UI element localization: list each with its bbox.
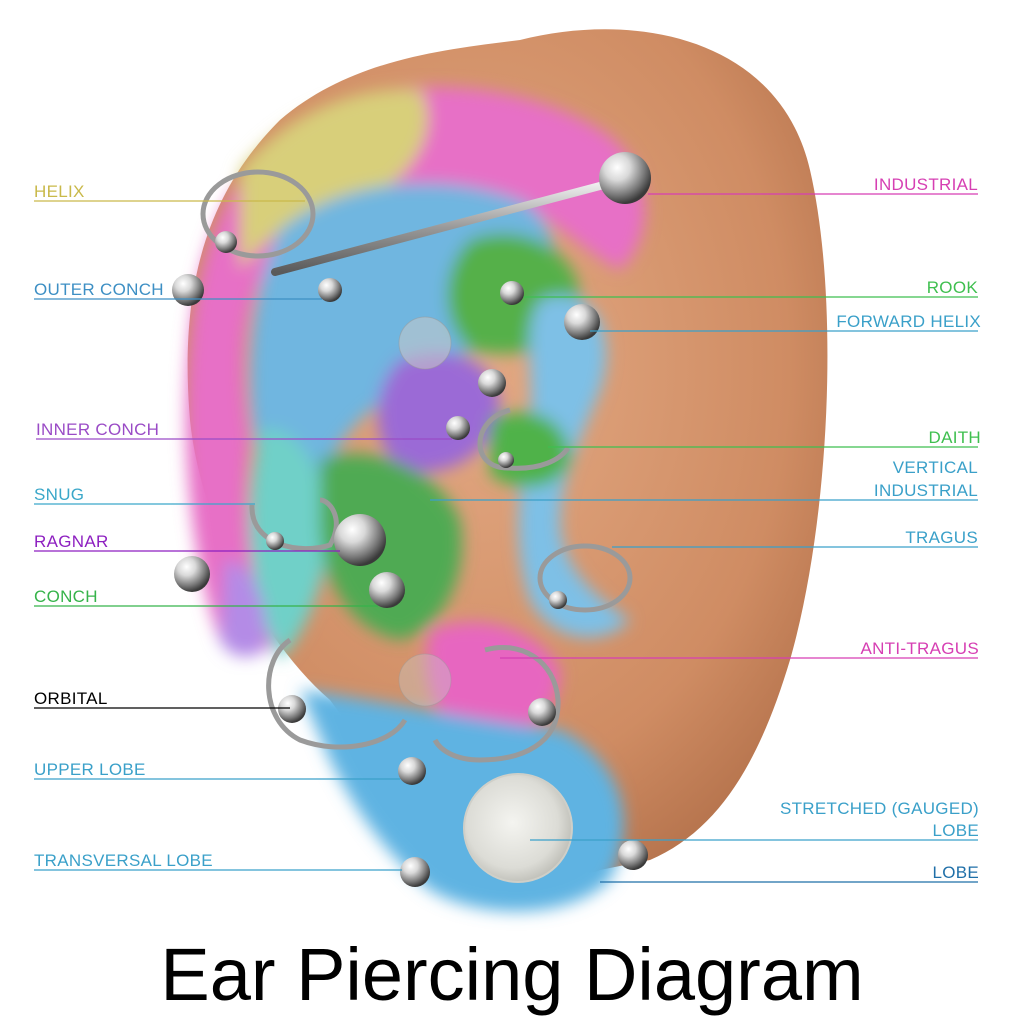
inner-conch-stud-2 — [446, 416, 470, 440]
transversal-lobe-stud — [400, 857, 430, 887]
upper-lobe-stud — [398, 757, 426, 785]
conch-stud-back — [174, 556, 210, 592]
rook-stud — [500, 281, 524, 305]
label-helix: HELIX — [34, 182, 85, 201]
diagram-title: Ear Piercing Diagram — [160, 933, 864, 1016]
outer-conch-stud — [318, 278, 342, 302]
lobe-stud — [618, 840, 648, 870]
label-vertical-industrial-line2: INDUSTRIAL — [873, 481, 978, 500]
tragus-region — [518, 295, 630, 638]
label-orbital: ORBITAL — [34, 689, 108, 708]
label-upper-lobe: UPPER LOBE — [34, 760, 146, 779]
vertical-industrial-barbell — [398, 316, 452, 707]
outer-conch-stud-back — [172, 274, 204, 306]
orbital-ring — [266, 637, 408, 750]
ragnar-region — [220, 560, 266, 657]
label-snug: SNUG — [34, 485, 85, 504]
label-tragus: TRAGUS — [905, 528, 978, 547]
label-industrial: INDUSTRIAL — [873, 175, 978, 194]
inner-conch-region — [377, 352, 500, 473]
conch-stud — [369, 572, 405, 608]
ragnar-ball — [334, 514, 386, 566]
inner-conch-stud — [478, 369, 506, 397]
label-conch: CONCH — [34, 587, 98, 606]
label-ragnar: RAGNAR — [34, 532, 109, 551]
snug-ring — [249, 497, 339, 552]
label-stretched-lobe-line1: STRETCHED (GAUGED) — [779, 799, 979, 818]
label-transversal-lobe: TRANSVERSAL LOBE — [34, 851, 213, 870]
leader-lines — [34, 193, 978, 883]
label-daith: DAITH — [928, 428, 981, 447]
label-forward-helix: FORWARD HELIX — [836, 312, 981, 331]
daith-ring — [477, 407, 571, 471]
label-inner-conch: INNER CONCH — [36, 420, 160, 439]
label-outer-conch: OUTER CONCH — [34, 280, 164, 299]
stretched-lobe-plug — [463, 773, 573, 883]
label-vertical-industrial-line1: VERTICAL — [892, 458, 978, 477]
label-anti-tragus: ANTI-TRAGUS — [860, 639, 979, 658]
label-rook: ROOK — [926, 278, 978, 297]
forward-helix-stud — [564, 304, 600, 340]
label-stretched-lobe-line2: LOBE — [932, 821, 979, 840]
label-lobe: LOBE — [932, 863, 979, 882]
helix-ring — [200, 169, 316, 259]
industrial-barbell — [271, 152, 651, 276]
tragus-ring — [537, 543, 633, 613]
anti-tragus-ring — [432, 644, 561, 763]
